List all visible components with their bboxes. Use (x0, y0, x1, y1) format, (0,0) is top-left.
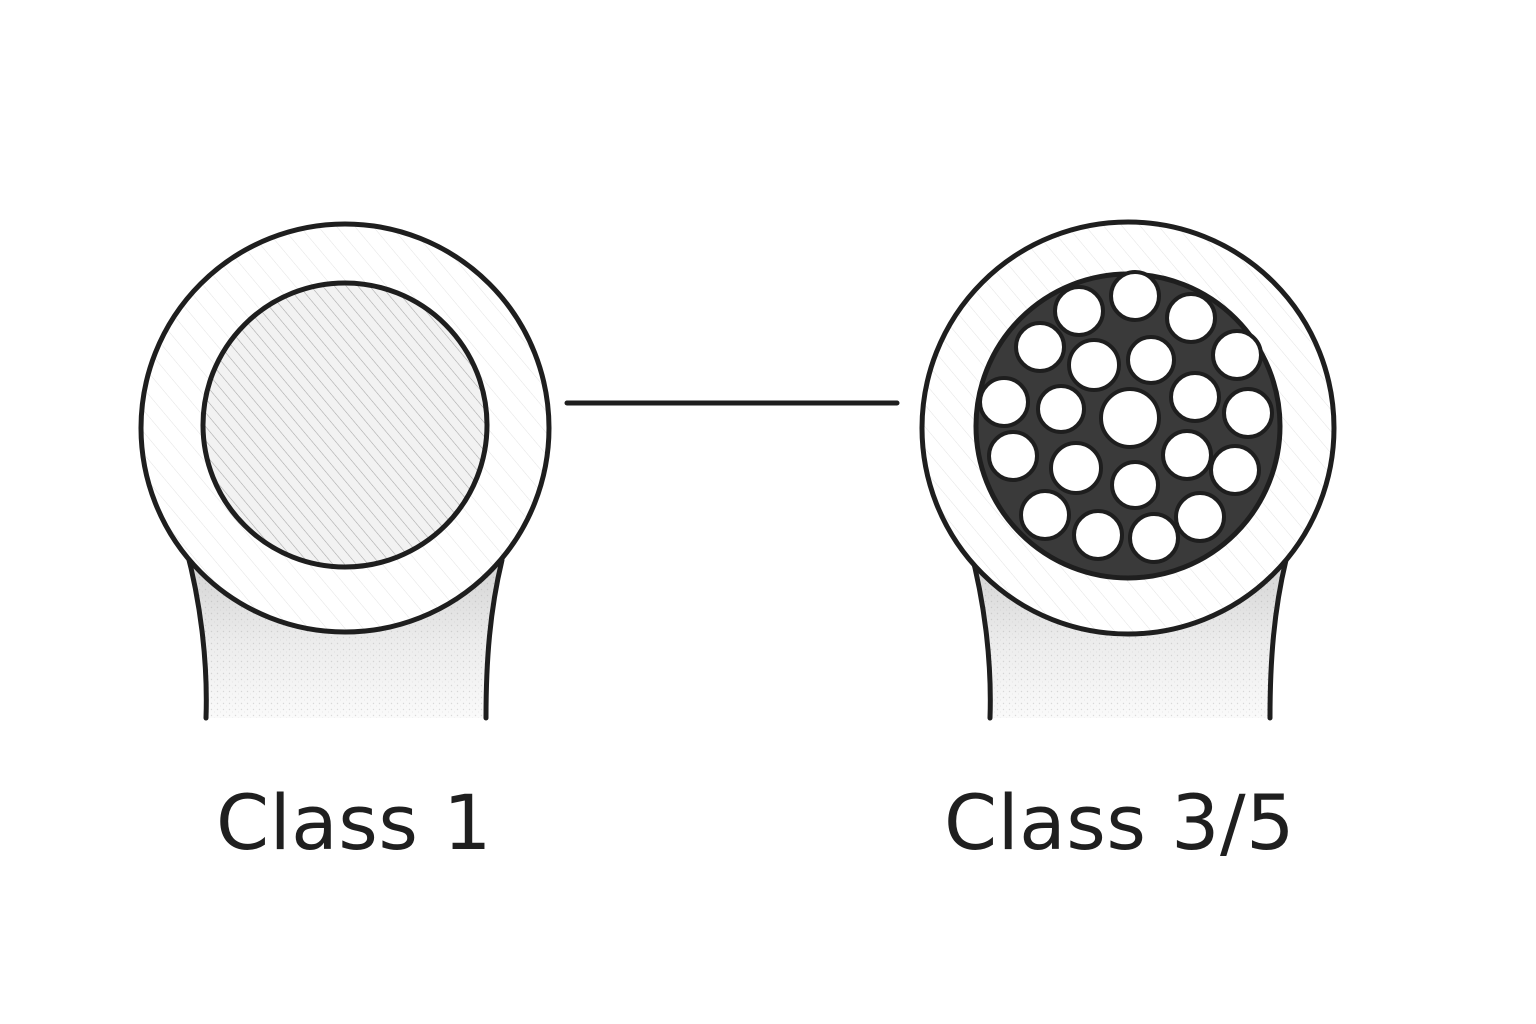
class-1-cable (138, 221, 552, 721)
class-3-5-cable-body-right-edge (1267, 557, 1289, 721)
class-1-label: Class 1 (216, 778, 492, 867)
class-1-insulation-outline (138, 221, 552, 635)
wire-strand (978, 376, 1030, 428)
wire-strand (1110, 460, 1160, 510)
wire-strand (1072, 509, 1124, 561)
class-3-5-label: Class 3/5 (944, 778, 1295, 867)
class-3-5-cable (919, 219, 1337, 721)
class-1-conductor-outline (200, 280, 490, 570)
wire-strand (1165, 292, 1217, 344)
class-1-conductor-hatching (203, 283, 487, 567)
wire-strand (1222, 387, 1274, 439)
wire-strand (1211, 329, 1263, 381)
wire-strand (1014, 321, 1066, 373)
wire-strand (1036, 384, 1086, 434)
class-3-5-insulation-outline (919, 219, 1337, 637)
wire-strand (1209, 444, 1261, 496)
wire-strand (1053, 285, 1105, 337)
wire-strand (1174, 491, 1226, 543)
class-1-cable-body-right-edge (483, 557, 505, 721)
wire-strand (1067, 338, 1121, 392)
class-3-5-strands (978, 270, 1274, 564)
wire-strand (1169, 371, 1221, 423)
wire-strand (1161, 429, 1213, 481)
wire-strand (1126, 335, 1176, 385)
wire-strand (1049, 441, 1103, 495)
wire-strand (1019, 489, 1071, 541)
wire-strand (1099, 387, 1161, 449)
wire-strand (987, 430, 1039, 482)
wire-strand (1109, 270, 1161, 322)
class-1-cable-body-left-edge (183, 545, 209, 721)
wire-strand (1128, 512, 1180, 564)
